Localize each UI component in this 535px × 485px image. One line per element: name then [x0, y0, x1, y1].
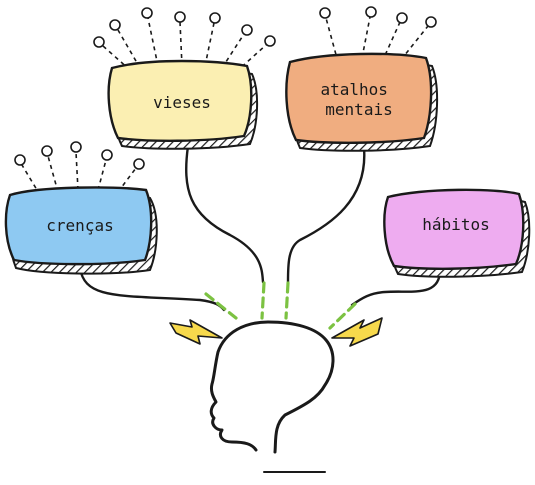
label-vieses: vieses [153, 93, 211, 112]
head-silhouette-icon [209, 320, 335, 473]
label-crencas: crenças [46, 216, 113, 235]
node-crencas [4, 186, 158, 275]
connector-vieses [185, 144, 265, 284]
dashed-connectors [204, 281, 357, 330]
connector-atalhos [286, 146, 366, 284]
label-habitos: hábitos [422, 215, 489, 234]
node-habitos [383, 188, 531, 278]
connector-habitos [350, 268, 442, 307]
lightning-spark-icon [169, 319, 223, 345]
node-atalhos [285, 52, 439, 152]
node-vieses [107, 59, 259, 150]
thought-rays [14, 6, 437, 196]
label-atalhos-mentais: atalhos mentais [320, 80, 397, 119]
lightning-spark-icon [331, 317, 383, 347]
